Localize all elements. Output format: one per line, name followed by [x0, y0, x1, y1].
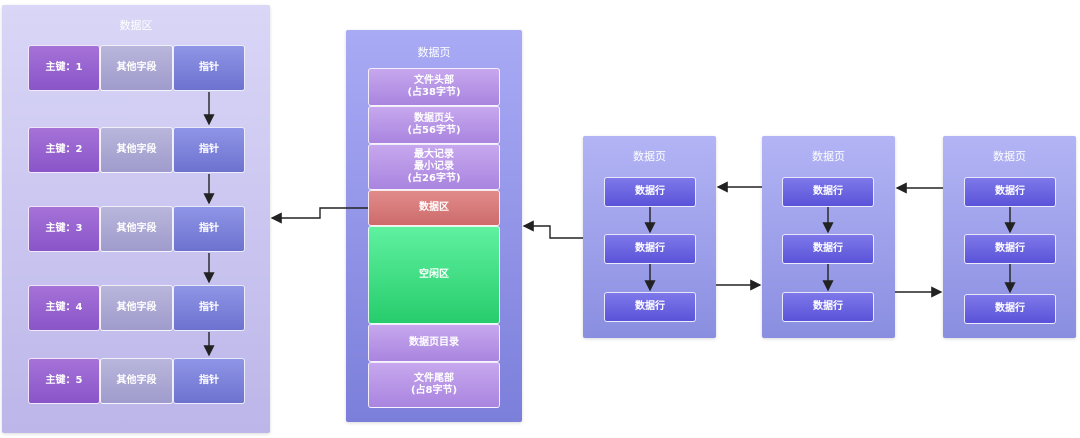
- page-header-label: 数据页头 (占56字节): [407, 113, 461, 136]
- pointer-cell: 指针: [173, 285, 245, 331]
- user-records-segment: 数据区: [368, 190, 500, 226]
- other-fields-cell: 其他字段: [100, 285, 173, 331]
- page-directory-segment: 数据页目录: [368, 324, 500, 362]
- data-row: 数据行: [782, 292, 874, 322]
- primary-key-cell: 主键：2: [28, 127, 100, 173]
- other-fields-cell: 其他字段: [100, 45, 173, 91]
- data-page-node-title: 数据页: [993, 150, 1026, 163]
- free-space-segment: 空闲区: [368, 226, 500, 324]
- pointer-cell: 指针: [173, 358, 245, 404]
- data-row: 数据行: [782, 177, 874, 207]
- pointer-cell: 指针: [173, 127, 245, 173]
- file-header-label: 文件头部 (占38字节): [407, 75, 461, 98]
- primary-key-cell: 主键：1: [28, 45, 100, 91]
- data-page-node-title: 数据页: [812, 150, 845, 163]
- user-records-label: 数据区: [419, 202, 449, 213]
- page-link-arrow: [522, 220, 583, 239]
- file-trailer-label: 文件尾部 (占8字节): [410, 373, 458, 396]
- free-space-label: 空闲区: [419, 269, 449, 280]
- data-row: 数据行: [604, 292, 696, 322]
- file-header-segment: 文件头部 (占38字节): [368, 68, 500, 106]
- pointer-cell: 指针: [173, 45, 245, 91]
- other-fields-cell: 其他字段: [100, 206, 173, 252]
- page-directory-label: 数据页目录: [409, 337, 459, 348]
- pointer-cell: 指针: [173, 206, 245, 252]
- data-row: 数据行: [604, 234, 696, 264]
- infimum-supremum-label: 最大记录 最小记录 (占26字节): [407, 149, 461, 184]
- other-fields-cell: 其他字段: [100, 127, 173, 173]
- data-area-title: 数据区: [119, 19, 153, 32]
- primary-key-cell: 主键：3: [28, 206, 100, 252]
- data-row: 数据行: [604, 177, 696, 207]
- data-area-link-arrow: [270, 207, 368, 224]
- data-page-node-title: 数据页: [633, 150, 666, 163]
- data-page-title: 数据页: [417, 46, 451, 59]
- primary-key-cell: 主键：4: [28, 285, 100, 331]
- data-row: 数据行: [964, 234, 1056, 264]
- other-fields-cell: 其他字段: [100, 358, 173, 404]
- data-row: 数据行: [964, 177, 1056, 207]
- data-row: 数据行: [964, 294, 1056, 324]
- primary-key-cell: 主键：5: [28, 358, 100, 404]
- file-trailer-segment: 文件尾部 (占8字节): [368, 362, 500, 408]
- infimum-supremum-segment: 最大记录 最小记录 (占26字节): [368, 144, 500, 190]
- data-row: 数据行: [782, 234, 874, 264]
- page-header-segment: 数据页头 (占56字节): [368, 106, 500, 144]
